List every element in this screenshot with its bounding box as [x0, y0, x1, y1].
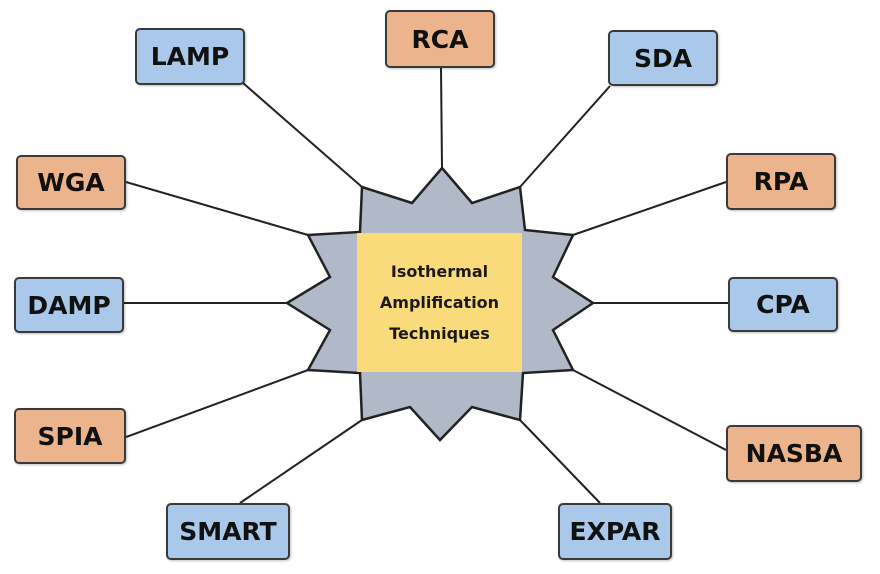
connector-expar [519, 419, 601, 504]
node-rpa: RPA [726, 153, 836, 210]
center-line-2: Amplification [379, 293, 500, 312]
node-lamp: LAMP [135, 28, 245, 85]
node-cpa: CPA [728, 277, 838, 332]
connector-wga [125, 181, 309, 236]
node-expar: EXPAR [558, 503, 672, 560]
connector-nasba [572, 369, 727, 451]
node-damp: DAMP [14, 277, 124, 333]
connector-spia [125, 369, 309, 438]
connector-lamp [242, 82, 363, 188]
connector-rpa [572, 181, 727, 236]
node-rca: RCA [385, 10, 495, 68]
node-wga: WGA [16, 155, 126, 210]
center-line-1: Isothermal [390, 262, 489, 281]
connector-rca [440, 67, 443, 169]
node-smart: SMART [166, 503, 290, 560]
connector-smart [239, 419, 363, 504]
center-title-box: Isothermal Amplification Techniques [357, 233, 522, 372]
connector-sda [519, 85, 611, 188]
node-nasba: NASBA [726, 425, 862, 482]
node-sda: SDA [608, 30, 718, 86]
node-spia: SPIA [14, 408, 126, 464]
center-line-3: Techniques [389, 324, 490, 343]
